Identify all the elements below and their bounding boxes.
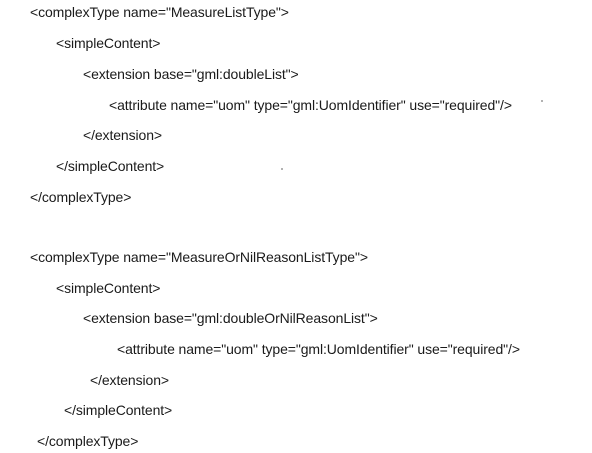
attribute-line: <attribute name="uom" type="gml:UomIdent… bbox=[109, 97, 512, 113]
extension-close-line: </extension> bbox=[83, 127, 162, 143]
attribute-line: <attribute name="uom" type="gml:UomIdent… bbox=[117, 341, 520, 357]
simple-content-open-line: <simpleContent> bbox=[56, 35, 161, 51]
extension-open-line: <extension base="gml:doubleOrNilReasonLi… bbox=[83, 310, 378, 326]
complex-type-close-line: </complexType> bbox=[30, 189, 132, 205]
extension-close-line: </extension> bbox=[90, 372, 169, 388]
extension-open-line: <extension base="gml:doubleList"> bbox=[83, 66, 299, 82]
scan-speck bbox=[281, 168, 283, 170]
simple-content-close-line: </simpleContent> bbox=[64, 402, 173, 418]
complex-type-close-line: </complexType> bbox=[37, 433, 139, 449]
simple-content-close-line: </simpleContent> bbox=[56, 158, 165, 174]
complex-type-open-line: <complexType name="MeasureOrNilReasonLis… bbox=[30, 249, 368, 265]
simple-content-open-line: <simpleContent> bbox=[56, 280, 161, 296]
complex-type-open-line: <complexType name="MeasureListType"> bbox=[30, 4, 289, 20]
scan-speck bbox=[541, 100, 543, 102]
